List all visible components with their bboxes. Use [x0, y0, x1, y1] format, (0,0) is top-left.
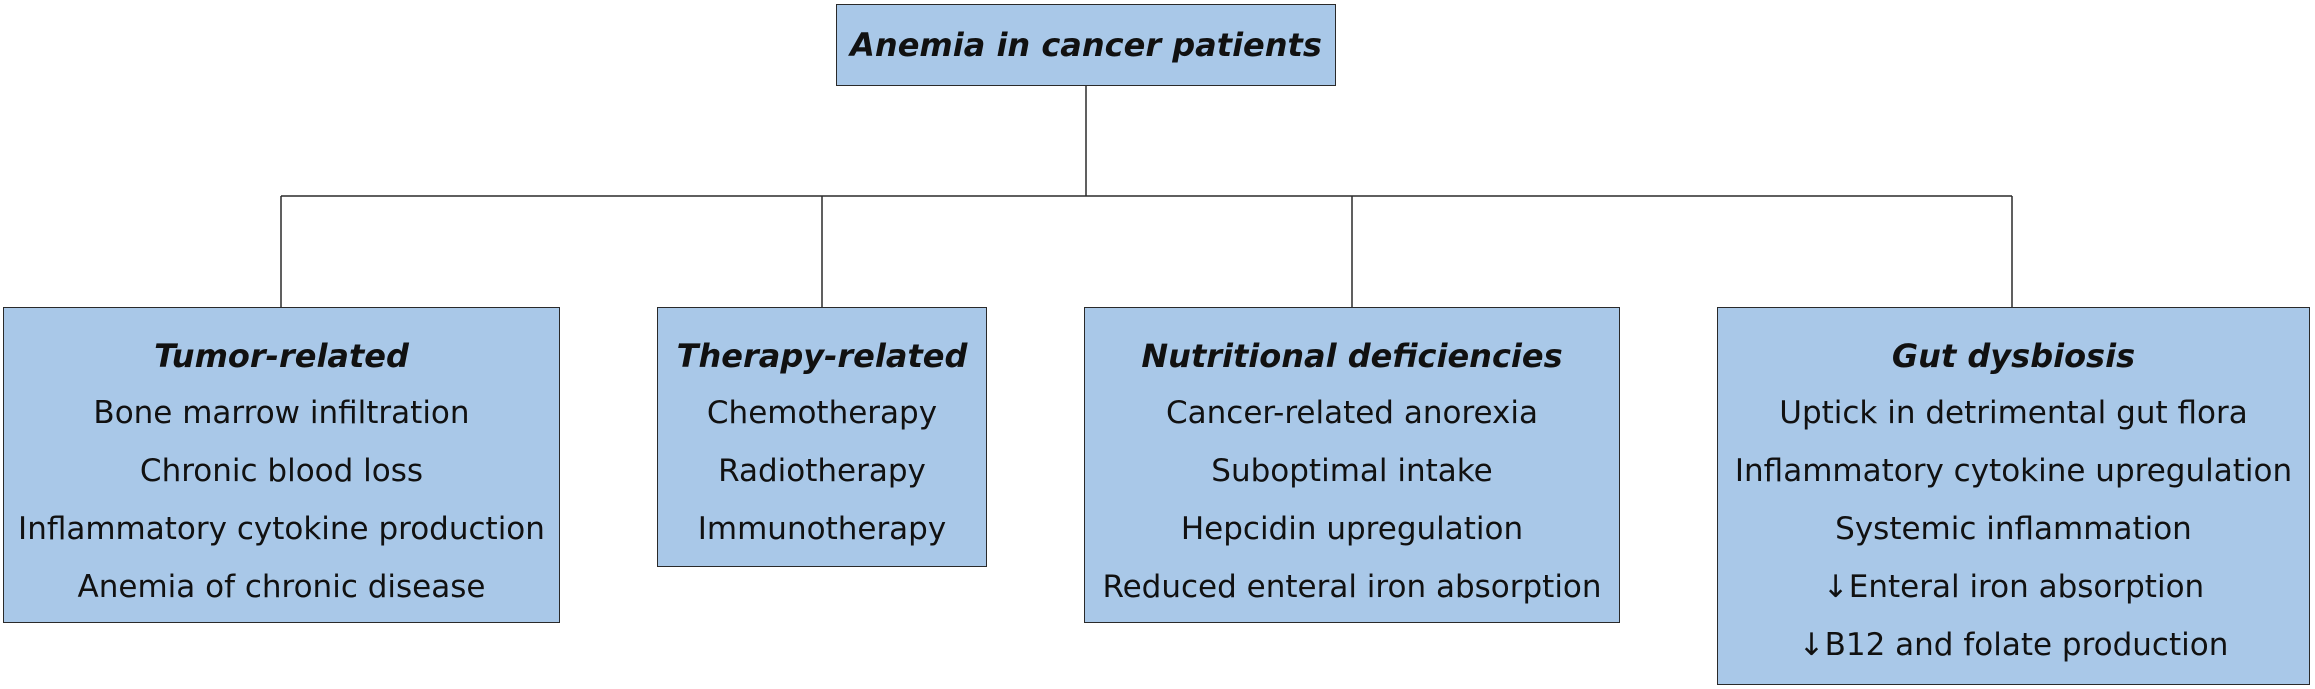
category-item-list: Uptick in detrimental gut flora Inflamma…: [1735, 384, 2292, 674]
category-nutritional-deficiencies: Nutritional deficiencies Cancer-related …: [1084, 307, 1620, 623]
category-item-list: Cancer-related anorexia Suboptimal intak…: [1102, 384, 1601, 616]
category-item: Radiotherapy: [718, 453, 926, 489]
category-item: Immunotherapy: [697, 511, 947, 547]
category-item: Chronic blood loss: [139, 453, 424, 489]
category-item: Systemic inflammation: [1835, 511, 2192, 547]
category-item: Cancer-related anorexia: [1165, 395, 1538, 431]
category-item: Reduced enteral iron absorption: [1102, 569, 1602, 605]
category-title: Gut dysbiosis: [1891, 337, 2136, 375]
category-title: Therapy-related: [676, 337, 968, 375]
root-title: Anemia in cancer patients: [850, 26, 1322, 64]
category-item: Chemotherapy: [706, 395, 938, 431]
category-item: Inflammatory cytokine production: [18, 511, 545, 547]
category-item: ↓Enteral iron absorption: [1822, 569, 2205, 605]
category-item: Hepcidin upregulation: [1180, 511, 1524, 547]
category-tumor-related: Tumor-related Bone marrow infiltration C…: [3, 307, 560, 623]
root-node: Anemia in cancer patients: [836, 4, 1336, 86]
category-title: Nutritional deficiencies: [1141, 337, 1563, 375]
category-item: ↓B12 and folate production: [1798, 627, 2229, 663]
category-item: Uptick in detrimental gut flora: [1779, 395, 2248, 431]
category-title: Tumor-related: [154, 337, 409, 375]
category-item: Bone marrow infiltration: [93, 395, 470, 431]
category-gut-dysbiosis: Gut dysbiosis Uptick in detrimental gut …: [1717, 307, 2310, 685]
category-therapy-related: Therapy-related Chemotherapy Radiotherap…: [657, 307, 987, 567]
category-item: Inflammatory cytokine upregulation: [1734, 453, 2293, 489]
category-item: Suboptimal intake: [1211, 453, 1493, 489]
category-item-list: Bone marrow infiltration Chronic blood l…: [18, 384, 545, 616]
category-item: Anemia of chronic disease: [77, 569, 486, 605]
category-item-list: Chemotherapy Radiotherapy Immunotherapy: [698, 384, 946, 558]
